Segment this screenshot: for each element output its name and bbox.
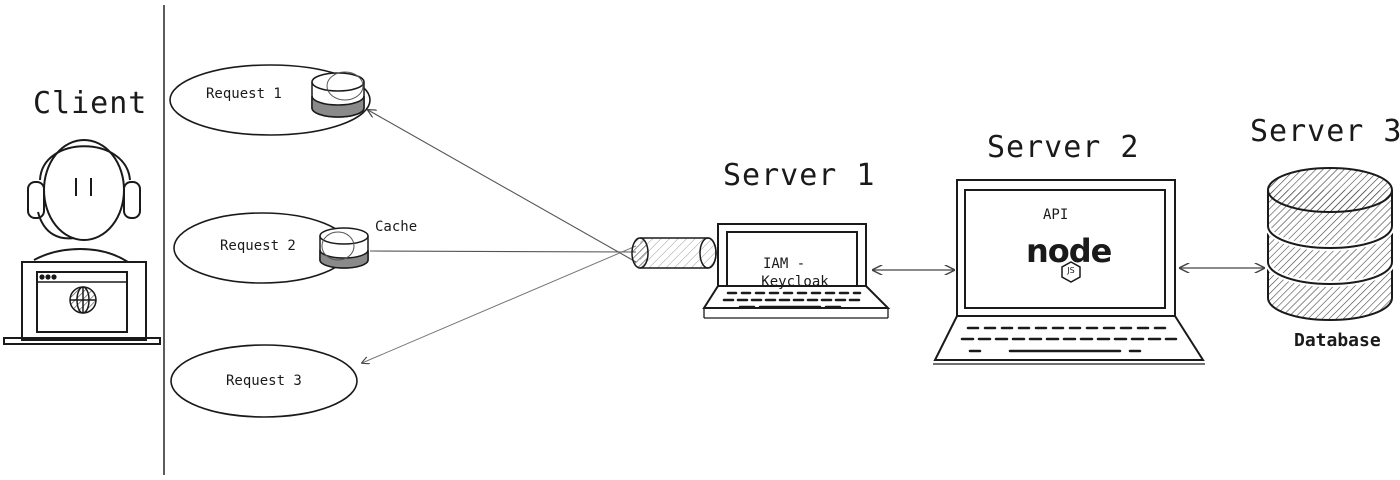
globe-icon — [69, 286, 97, 314]
request-3-bubble — [170, 344, 358, 418]
request-1-connector — [368, 110, 637, 263]
iam-label: IAM - — [763, 256, 806, 272]
server-3-title: Server 3 — [1250, 114, 1400, 149]
server-2-title: Server 2 — [987, 130, 1140, 165]
server-1-title: Server 1 — [723, 158, 876, 193]
api-label: API — [1043, 207, 1069, 223]
gateway-pipe-icon — [631, 237, 717, 269]
request-3-label: Request 3 — [226, 373, 302, 389]
server-2-laptop-icon — [933, 179, 1205, 365]
cache-cylinder-icon-1 — [311, 71, 365, 118]
request-1-label: Request 1 — [206, 86, 282, 102]
request-2-connector — [369, 250, 637, 253]
server-1-screen-text: IAM - Keycloak — [745, 255, 845, 291]
server-1-laptop-icon — [702, 223, 891, 319]
cache-label: Cache — [375, 219, 418, 235]
nodejs-hexagon-badge-icon — [1061, 261, 1081, 283]
client-person-icon — [27, 139, 141, 263]
nodejs-logo-badge: JS — [1067, 266, 1075, 275]
request-3-connector — [362, 245, 637, 363]
database-icon — [1265, 167, 1395, 321]
database-label: Database — [1294, 330, 1381, 351]
client-title: Client — [33, 86, 148, 121]
nodejs-logo-word: node — [1026, 232, 1112, 270]
keycloak-label: Keycloak — [761, 274, 829, 290]
request-2-label: Request 2 — [220, 238, 296, 254]
cache-cylinder-icon-2 — [319, 227, 369, 269]
